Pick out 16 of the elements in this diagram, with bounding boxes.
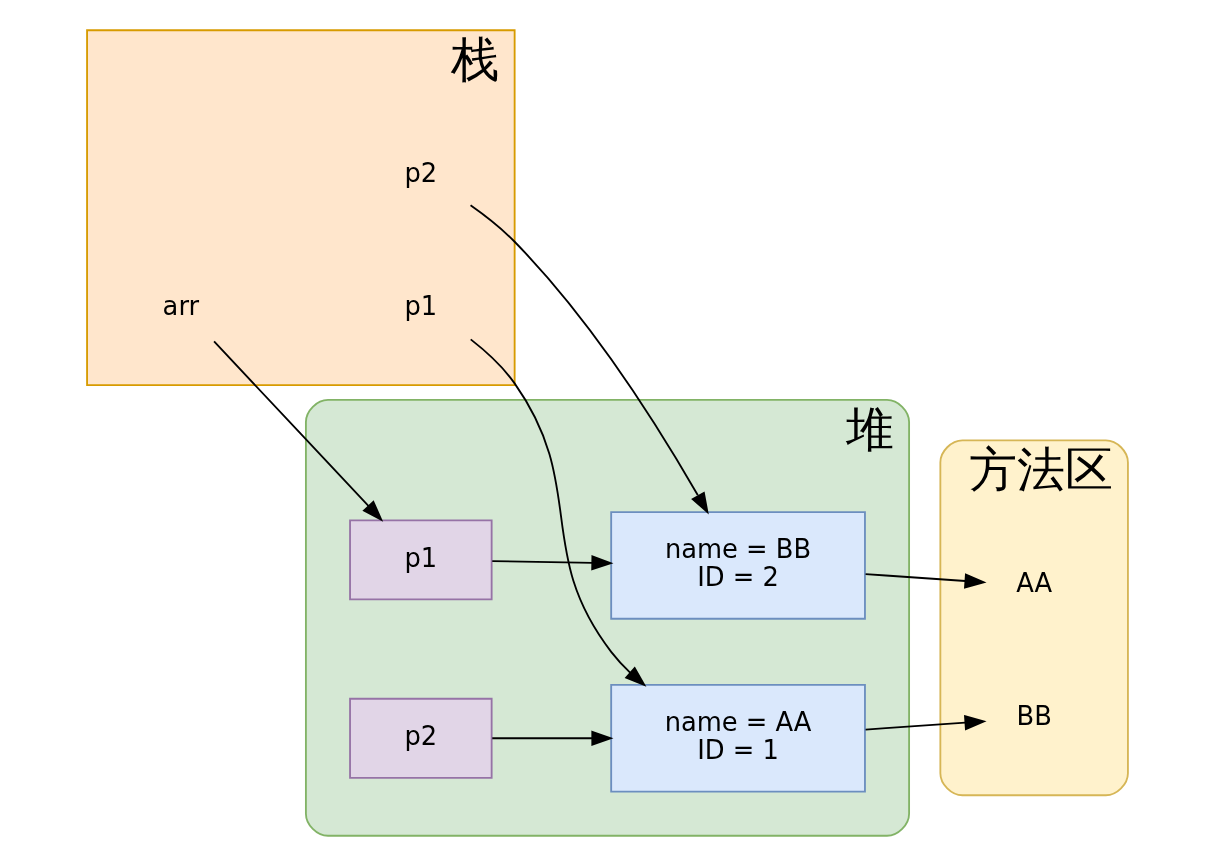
arrow <box>490 555 613 571</box>
node-box: name = AA ID = 1 <box>609 684 866 793</box>
node-text: p1 <box>403 290 437 321</box>
arrow <box>490 730 613 746</box>
node-text: arr <box>162 290 199 321</box>
node-box: p1 <box>348 519 493 601</box>
node-box: name = BB ID = 2 <box>609 511 866 620</box>
node-text: BB <box>1015 700 1052 731</box>
arrow <box>469 204 709 515</box>
node-box: p2 <box>348 697 493 779</box>
arrow <box>212 340 383 522</box>
arrow <box>864 573 987 589</box>
node-text: p2 <box>403 158 437 189</box>
arrow <box>864 715 987 731</box>
arrow <box>469 338 646 687</box>
node-text: AA <box>1015 568 1052 599</box>
